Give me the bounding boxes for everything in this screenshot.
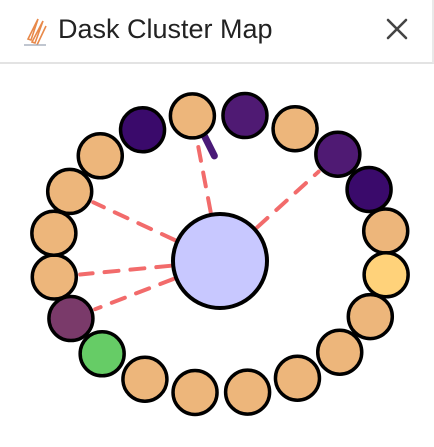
worker-node[interactable] [345, 165, 393, 214]
transfer-lines [78, 132, 321, 312]
scheduler-node[interactable] [171, 212, 269, 310]
worker-node[interactable] [78, 330, 126, 378]
worker-node[interactable] [30, 209, 78, 257]
worker-node[interactable] [361, 207, 410, 255]
active-transfer-line [200, 132, 218, 160]
transfer-line [255, 169, 321, 230]
worker-node[interactable] [121, 355, 169, 403]
close-icon[interactable] [382, 14, 412, 44]
transfer-line [91, 200, 177, 242]
worker-node[interactable] [273, 354, 322, 402]
worker-node[interactable] [221, 91, 269, 140]
worker-node[interactable] [30, 253, 79, 301]
worker-node[interactable] [47, 294, 95, 343]
window-title: Dask Cluster Map [58, 14, 273, 44]
cluster-map[interactable] [0, 64, 434, 447]
worker-node[interactable] [223, 368, 272, 416]
worker-node[interactable] [362, 251, 410, 299]
transfer-line [195, 139, 213, 214]
dask-logo-icon [24, 18, 47, 46]
worker-node[interactable] [314, 130, 362, 178]
worker-node[interactable] [315, 328, 364, 376]
worker-node[interactable] [346, 292, 395, 341]
title-bar: Dask Cluster Map [0, 0, 434, 64]
transfer-line [93, 277, 176, 312]
worker-node[interactable] [45, 167, 94, 216]
worker-node[interactable] [271, 105, 319, 153]
transfer-line [78, 263, 173, 277]
worker-node[interactable] [118, 106, 167, 154]
worker-node[interactable] [76, 132, 125, 180]
worker-node[interactable] [171, 368, 219, 417]
worker-node[interactable] [168, 92, 217, 140]
worker-ring [30, 91, 410, 417]
